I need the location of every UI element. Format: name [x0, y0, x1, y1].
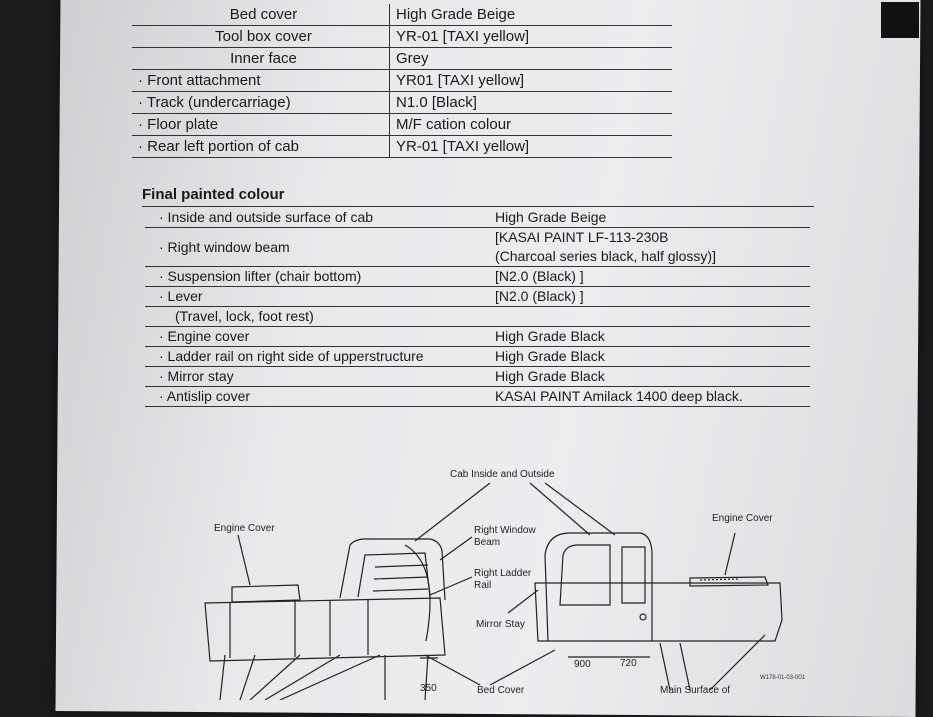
table-row: · Track (undercarriage) N1.0 [Black]	[132, 92, 672, 114]
final-colour-table: · Inside and outside surface of cab High…	[145, 208, 810, 407]
label-right-ladder-rail: Rail	[474, 580, 491, 591]
leader-bed-cover	[424, 649, 556, 686]
part-cell: Tool box cover	[132, 26, 390, 47]
excavator-diagram: Cab Inside and Outside Engine Cover Engi…	[190, 455, 820, 701]
leader-window-beam	[439, 536, 473, 561]
table-row: · Front attachment YR01 [TAXI yellow]	[132, 70, 672, 92]
table-row: Bed cover High Grade Beige	[132, 4, 672, 26]
table-row: · Antislip cover KASAI PAINT Amilack 140…	[145, 387, 810, 407]
colour-cell: KASAI PAINT Amilack 1400 deep black.	[495, 388, 743, 404]
part-cell: Bed cover	[132, 4, 390, 25]
right-engine-cover	[689, 576, 769, 587]
table-row: · Engine cover High Grade Black	[145, 327, 810, 347]
top-colour-table: Bed cover High Grade Beige Tool box cove…	[132, 4, 672, 158]
label-mirror-stay: Mirror Stay	[476, 619, 525, 630]
colour-cell: [N2.0 (Black) ]	[495, 288, 584, 304]
colour-cell: High Grade Black	[495, 348, 605, 364]
table-row: · Mirror stay High Grade Black	[145, 367, 810, 387]
part-text: Floor plate	[147, 116, 219, 133]
colour-cell: High Grade Beige	[495, 209, 607, 225]
table-row: · Inside and outside surface of cab High…	[145, 208, 810, 228]
leader-right-bottom	[659, 634, 766, 691]
colour-cell: YR-01 [TAXI yellow]	[396, 28, 530, 45]
part-cell: Inner face	[132, 48, 390, 69]
part-cell: · Floor plate	[132, 114, 390, 135]
part-cell: (Travel, lock, foot rest)	[175, 308, 314, 324]
colour-cell: M/F cation colour	[396, 116, 512, 133]
colour-line: (Charcoal series black, half glossy)]	[495, 248, 716, 264]
part-cell: · Right window beam	[159, 239, 290, 255]
part-cell: · Front attachment	[132, 70, 390, 91]
diagram-svg: Cab Inside and Outside Engine Cover Engi…	[204, 469, 806, 701]
table-row: Tool box cover YR-01 [TAXI yellow]	[132, 26, 672, 48]
right-cab-side-window	[621, 546, 646, 604]
table-row: (Travel, lock, foot rest)	[145, 307, 810, 327]
part-text: Rear left portion of cab	[147, 138, 299, 155]
part-cell: · Engine cover	[159, 328, 250, 344]
colour-cell	[495, 307, 810, 326]
colour-cell: High Grade Black	[495, 328, 605, 344]
leader-ladder-rail	[429, 576, 473, 596]
leader-cab	[414, 482, 616, 542]
table-row: · Right window beam [KASAI PAINT LF-113-…	[145, 228, 810, 267]
colour-cell: Grey	[396, 50, 429, 67]
section-title: Final painted colour	[142, 186, 285, 203]
colour-cell: High Grade Beige	[396, 6, 516, 23]
leader-engine-right	[724, 532, 736, 576]
left-cab-grille	[372, 564, 429, 592]
leader-left-bottom	[219, 654, 381, 701]
part-cell: · Inside and outside surface of cab	[159, 209, 374, 225]
table-row: · Floor plate M/F cation colour	[132, 114, 672, 136]
left-ladder-rail	[404, 544, 431, 642]
label-bed-cover: Bed Cover	[477, 685, 525, 696]
part-cell: · Mirror stay	[159, 368, 234, 384]
table-row: · Ladder rail on right side of upperstru…	[145, 347, 810, 367]
leader-engine-left	[237, 534, 251, 586]
table-row: · Suspension lifter (chair bottom) [N2.0…	[145, 267, 810, 287]
label-engine-cover-right: Engine Cover	[712, 513, 773, 524]
corner-mark	[881, 2, 919, 38]
right-engine-grille	[699, 578, 741, 581]
table-row: · Rear left portion of cab YR-01 [TAXI y…	[132, 136, 672, 158]
left-cab-window	[357, 552, 431, 598]
colour-cell: [KASAI PAINT LF-113-230B (Charcoal serie…	[495, 228, 810, 266]
colour-cell: YR01 [TAXI yellow]	[396, 72, 525, 89]
leader-center-bottom	[384, 654, 429, 701]
right-cab-handle	[639, 613, 647, 621]
part-cell: · Suspension lifter (chair bottom)	[159, 268, 362, 284]
left-machine-body	[204, 597, 446, 662]
table-row: Inner face Grey	[132, 48, 672, 70]
label-right-window-beam: Beam	[474, 537, 500, 548]
leader-mirror-stay	[507, 589, 539, 614]
label-engine-cover-left: Engine Cover	[214, 523, 275, 534]
left-cab-outline	[339, 538, 446, 601]
colour-cell: [N2.0 (Black) ]	[495, 268, 584, 284]
label-right-ladder-rail: Right Ladder	[474, 568, 532, 579]
part-cell: · Lever	[159, 288, 203, 304]
divider	[142, 206, 814, 207]
part-text: Track (undercarriage)	[146, 94, 291, 111]
label-dim-720: 720	[620, 658, 637, 669]
left-panel-lines	[229, 599, 369, 658]
right-cab-door-window	[559, 544, 611, 606]
part-text: Front attachment	[147, 72, 261, 89]
colour-cell: N1.0 [Black]	[396, 94, 477, 111]
left-engine-cover	[231, 584, 301, 603]
label-main-surface: Main Surface of	[660, 685, 730, 696]
part-cell: · Ladder rail on right side of upperstru…	[159, 348, 424, 364]
colour-line: [KASAI PAINT LF-113-230B	[495, 229, 669, 245]
label-right-window-beam: Right Window	[474, 525, 536, 536]
label-dim-900: 900	[574, 659, 591, 670]
colour-cell: High Grade Black	[495, 368, 605, 384]
part-cell: · Rear left portion of cab	[132, 136, 390, 157]
right-cab-outline	[544, 532, 653, 642]
right-machine-body	[534, 582, 783, 642]
part-cell: · Antislip cover	[159, 388, 251, 404]
colour-cell: YR-01 [TAXI yellow]	[396, 138, 530, 155]
part-cell: · Track (undercarriage)	[132, 92, 390, 113]
table-row: · Lever [N2.0 (Black) ]	[145, 287, 810, 307]
label-dim-350: 350	[420, 683, 437, 694]
label-cab: Cab Inside and Outside	[450, 469, 555, 480]
label-figure-code: W178-01-03-001	[760, 675, 806, 681]
